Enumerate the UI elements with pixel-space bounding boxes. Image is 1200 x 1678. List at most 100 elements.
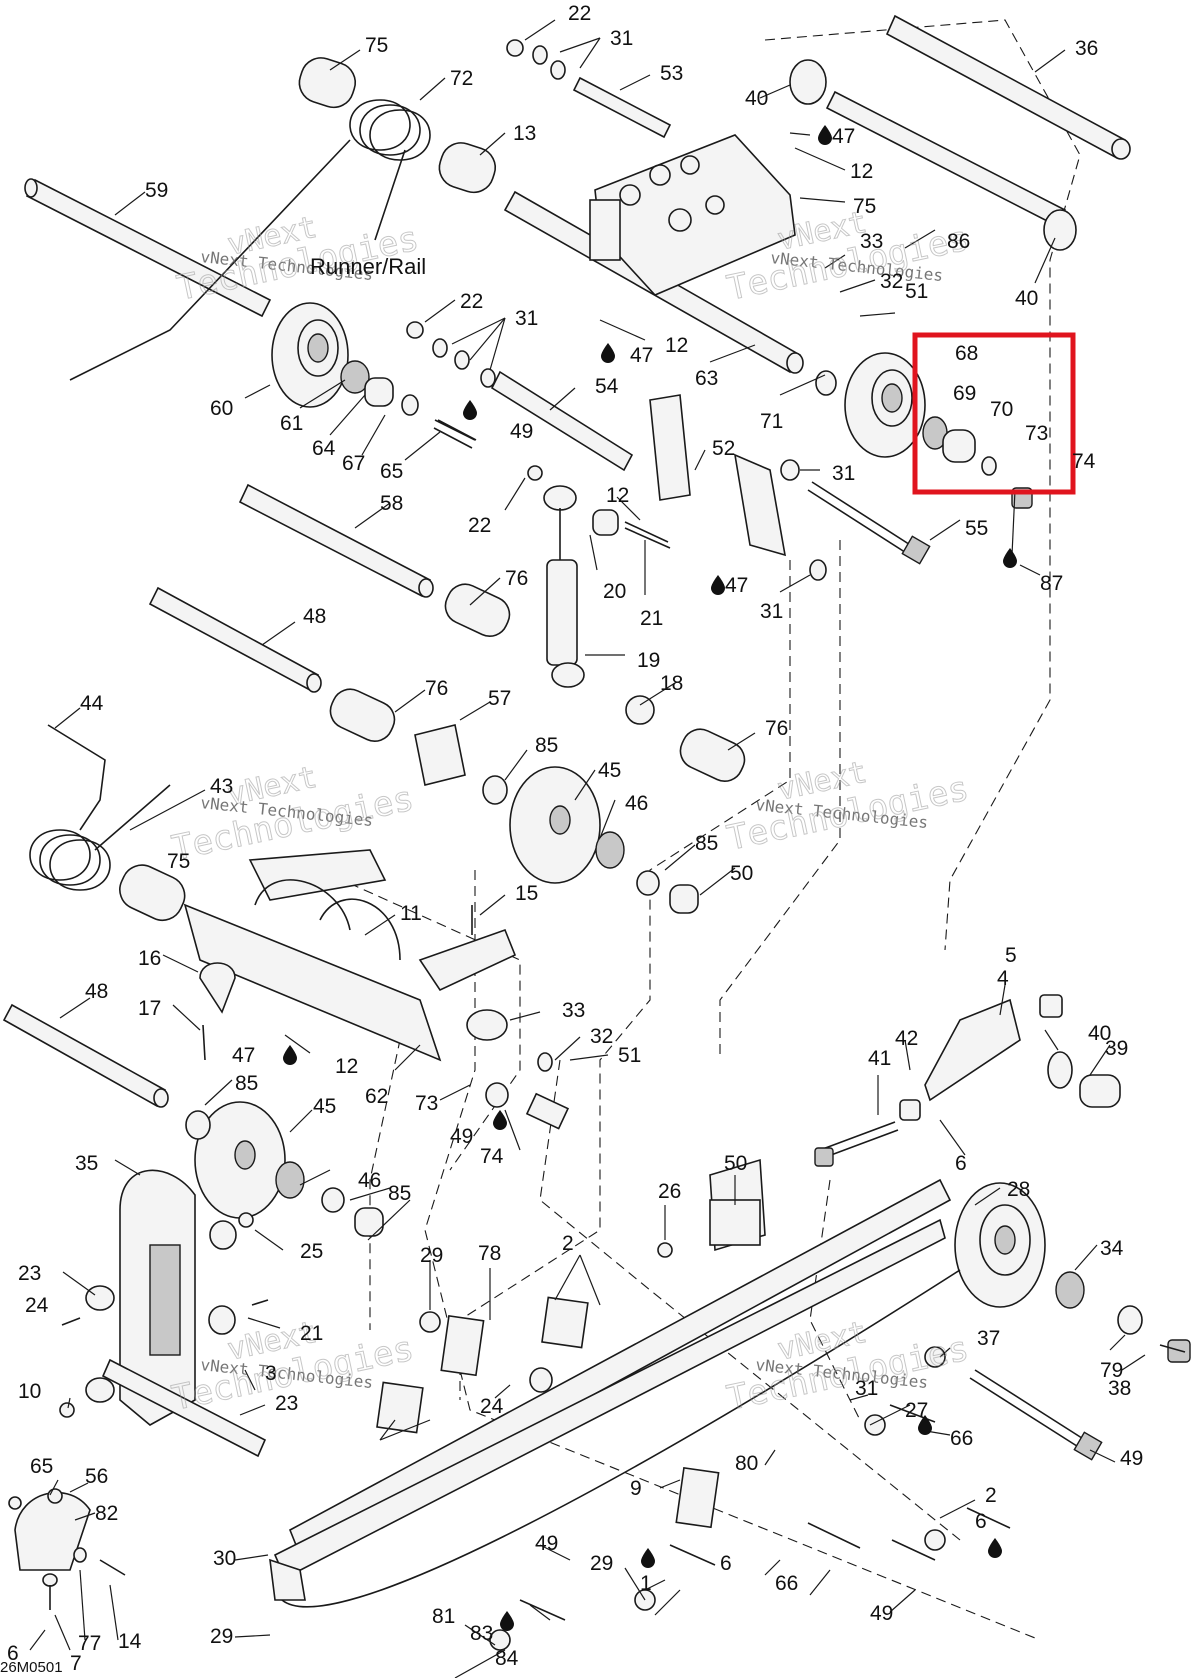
callout-21: 21	[300, 1322, 323, 1345]
callout-45: 45	[313, 1095, 336, 1118]
rear-bracket	[101, 1169, 267, 1458]
callout-23: 23	[18, 1262, 41, 1285]
callout-54: 54	[595, 375, 619, 398]
callout-15: 15	[515, 882, 538, 905]
callout-76: 76	[425, 677, 448, 700]
callout-51: 51	[618, 1044, 641, 1067]
callout-76: 76	[765, 717, 788, 740]
callout-47: 47	[725, 574, 748, 597]
callout-32: 32	[880, 270, 903, 293]
callout-49: 49	[450, 1125, 473, 1148]
callout-12: 12	[606, 484, 629, 507]
drop-icon	[500, 1611, 514, 1631]
callout-57: 57	[488, 687, 511, 710]
callout-68: 68	[955, 342, 978, 365]
callout-14: 14	[118, 1630, 142, 1653]
callout-3: 3	[265, 1362, 277, 1385]
callout-4: 4	[997, 967, 1009, 990]
callout-86: 86	[947, 230, 970, 253]
callout-74: 74	[1072, 450, 1096, 473]
callout-60: 60	[210, 397, 233, 420]
callout-16: 16	[138, 947, 161, 970]
callout-63: 63	[695, 367, 718, 390]
callout-31: 31	[760, 600, 783, 623]
callout-82: 82	[95, 1502, 118, 1525]
callout-29: 29	[210, 1625, 233, 1648]
callout-35: 35	[75, 1152, 98, 1175]
callout-84: 84	[495, 1647, 519, 1670]
callout-6: 6	[7, 1642, 19, 1665]
callout-9: 9	[630, 1477, 642, 1500]
callout-49: 49	[1120, 1447, 1143, 1470]
callout-61: 61	[280, 412, 303, 435]
callout-83: 83	[470, 1622, 493, 1645]
callout-24: 24	[25, 1294, 49, 1317]
callout-45: 45	[598, 759, 621, 782]
callout-13: 13	[513, 122, 536, 145]
callout-53: 53	[660, 62, 683, 85]
drop-icon	[711, 575, 725, 595]
callout-27: 27	[905, 1399, 928, 1422]
drop-icon	[918, 1415, 932, 1435]
drop-icon	[601, 343, 615, 363]
section-label: Runner/Rail	[310, 254, 426, 279]
callout-56: 56	[85, 1465, 108, 1488]
callout-70: 70	[990, 398, 1013, 421]
callout-6: 6	[975, 1510, 987, 1533]
callout-49: 49	[510, 420, 533, 443]
callout-21: 21	[640, 607, 663, 630]
callout-76: 76	[505, 567, 528, 590]
leader-lines	[29, 19, 1146, 1678]
callout-2: 2	[985, 1484, 997, 1507]
callout-85: 85	[388, 1182, 411, 1205]
callout-38: 38	[1108, 1377, 1131, 1400]
cross-shafts	[2, 14, 1131, 1461]
callout-50: 50	[730, 862, 753, 885]
callout-47: 47	[232, 1044, 255, 1067]
callout-85: 85	[535, 734, 558, 757]
small-hardware	[8, 39, 1191, 1651]
callout-62: 62	[365, 1085, 388, 1108]
callout-36: 36	[1075, 37, 1098, 60]
callout-11: 11	[400, 902, 422, 925]
callout-30: 30	[213, 1547, 236, 1570]
callout-29: 29	[420, 1244, 443, 1267]
callout-20: 20	[603, 580, 626, 603]
callout-7: 7	[70, 1652, 82, 1675]
callout-31: 31	[610, 27, 633, 50]
callout-31: 31	[832, 462, 855, 485]
callout-6: 6	[720, 1552, 732, 1575]
callout-33: 33	[562, 999, 585, 1022]
drop-icon	[818, 125, 832, 145]
callout-26: 26	[658, 1180, 681, 1203]
callout-48: 48	[303, 605, 326, 628]
callout-77: 77	[78, 1632, 101, 1655]
callout-81: 81	[432, 1605, 455, 1628]
callout-75: 75	[365, 34, 388, 57]
callout-78: 78	[478, 1242, 501, 1265]
callout-22: 22	[468, 514, 491, 537]
callout-10: 10	[18, 1380, 41, 1403]
callout-29: 29	[590, 1552, 613, 1575]
callout-31: 31	[515, 307, 538, 330]
rear-arm-assembly	[119, 849, 517, 1062]
callout-65: 65	[30, 1455, 53, 1478]
callout-31: 31	[855, 1377, 878, 1400]
callout-18: 18	[660, 672, 683, 695]
callout-66: 66	[775, 1572, 798, 1595]
springs	[29, 99, 431, 891]
callout-23: 23	[275, 1392, 298, 1415]
callout-79: 79	[1100, 1359, 1123, 1382]
callout-34: 34	[1100, 1237, 1124, 1260]
callout-40: 40	[1015, 287, 1038, 310]
drop-icon	[283, 1045, 297, 1065]
callout-24: 24	[480, 1395, 504, 1418]
callout-5: 5	[1005, 944, 1017, 967]
callout-6: 6	[955, 1152, 967, 1175]
front-arm-assembly	[589, 134, 796, 557]
callout-47: 47	[630, 344, 653, 367]
callout-32: 32	[590, 1025, 613, 1048]
callout-33: 33	[860, 230, 883, 253]
